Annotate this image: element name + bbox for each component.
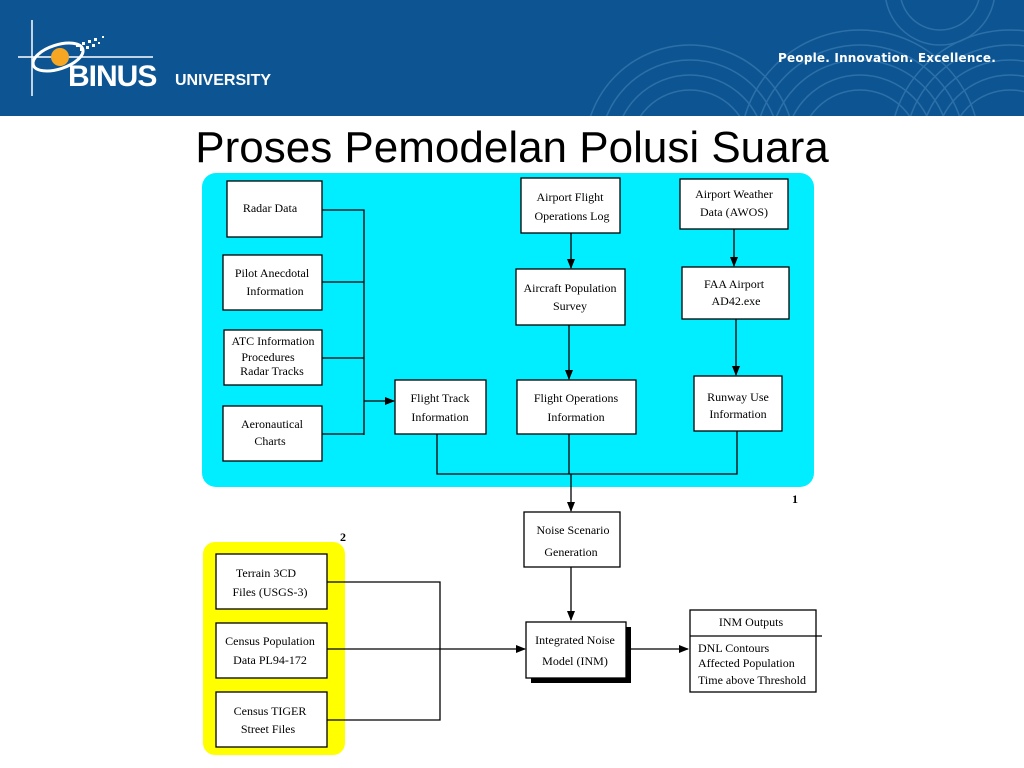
slide-title: Proses Pemodelan Polusi Suara: [195, 123, 829, 172]
svg-text:INM Outputs: INM Outputs: [719, 615, 784, 629]
header-banner: BINUS UNIVERSITY People. Innovation. Exc…: [0, 0, 1024, 116]
connectors: [322, 209, 740, 721]
logo-subtitle: UNIVERSITY: [175, 72, 272, 89]
decorative-arcs: [589, 0, 1024, 116]
binus-logo-icon: [18, 20, 153, 96]
logo-wordmark: BINUS: [68, 60, 157, 93]
svg-text:Radar Data: Radar Data: [243, 201, 298, 215]
region-1-background: [202, 173, 814, 487]
node-radar-data: Radar Data: [226, 180, 323, 238]
region-1-label: 1: [792, 492, 798, 506]
tagline: People. Innovation. Excellence.: [778, 51, 996, 65]
region-2-label: 2: [340, 530, 346, 544]
